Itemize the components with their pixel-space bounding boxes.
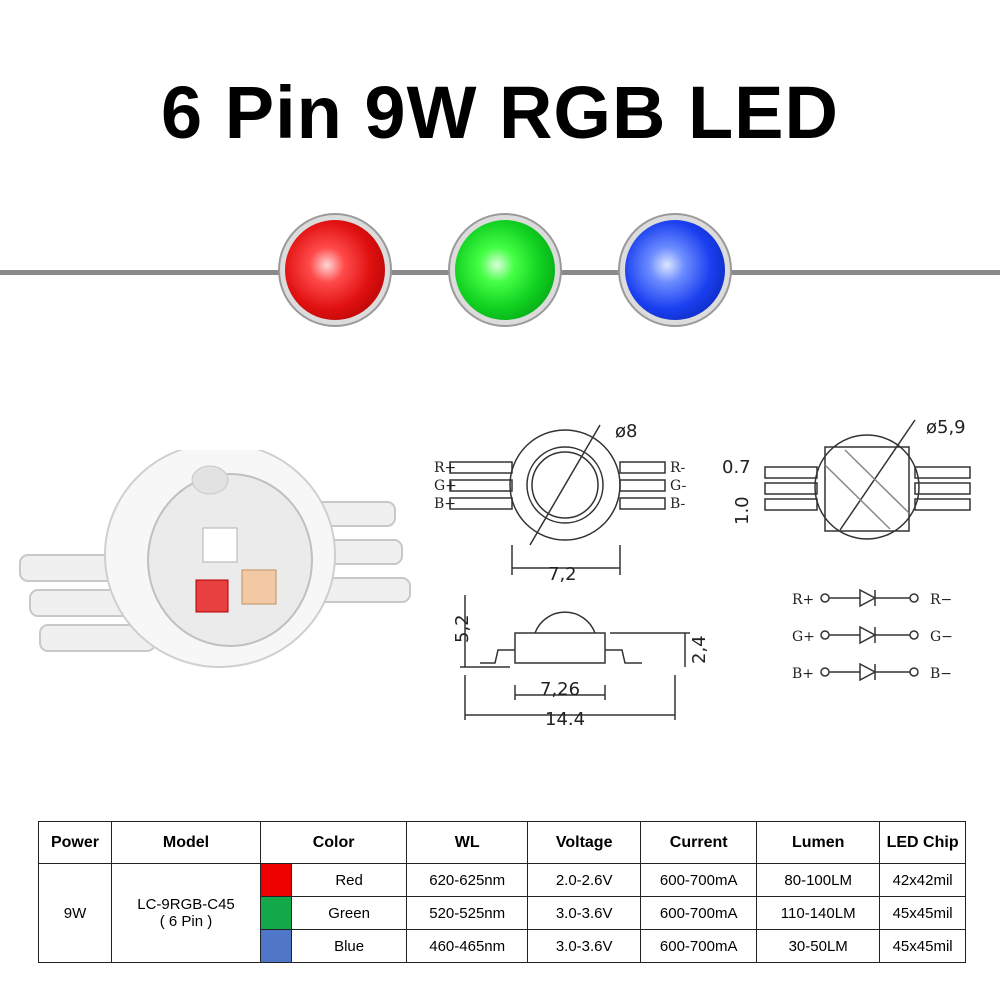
green-chip <box>202 527 238 563</box>
color-cell: Green <box>290 896 408 930</box>
red-swatch <box>260 863 292 897</box>
blue-chip <box>241 569 277 605</box>
voltage-cell: 3.0-3.6V <box>527 896 642 930</box>
chip-cell: 45x45mil <box>879 929 966 963</box>
wl-cell: 520-525nm <box>406 896 529 930</box>
power-cell: 9W <box>38 863 112 963</box>
schematic-label-g-minus: G− <box>930 629 953 645</box>
dome-diameter-label: ø5,9 <box>926 417 966 438</box>
red-led-glow <box>285 220 385 320</box>
model-pins: ( 6 Pin ) <box>159 913 213 930</box>
header-current: Current <box>640 821 758 864</box>
voltage-cell: 3.0-3.6V <box>527 929 642 963</box>
divider-line-right <box>725 270 1000 275</box>
header-model: Model <box>111 821 261 864</box>
color-cell: Blue <box>290 929 408 963</box>
pin-label-g-plus: G+ <box>434 478 457 494</box>
spec-table: Power Model Color WL Voltage Current Lum… <box>38 821 966 963</box>
pad-width-label: 0.7 <box>722 457 751 478</box>
led-notch <box>191 465 229 495</box>
wl-cell: 460-465nm <box>406 929 529 963</box>
divider-line-mid-2 <box>555 270 625 275</box>
table-header-row: Power Model Color WL Voltage Current Lum… <box>38 821 966 864</box>
header-wl: WL <box>406 821 529 864</box>
chip-cell: 45x45mil <box>879 896 966 930</box>
pin-schematic <box>820 588 919 682</box>
green-swatch <box>260 896 292 930</box>
chip-cell: 42x42mil <box>879 863 966 897</box>
blue-swatch <box>260 929 292 963</box>
current-cell: 600-700mA <box>640 896 758 930</box>
voltage-cell: 2.0-2.6V <box>527 863 642 897</box>
side-view-drawing <box>460 595 690 720</box>
red-chip <box>195 579 229 613</box>
pin-label-r-plus: R+ <box>434 460 456 476</box>
blue-led-glow <box>625 220 725 320</box>
lumen-cell: 80-100LM <box>756 863 881 897</box>
lumen-cell: 110-140LM <box>756 896 881 930</box>
header-color: Color <box>259 821 408 864</box>
height-label: 5,2 <box>452 614 473 643</box>
current-cell: 600-700mA <box>640 929 758 963</box>
total-length-label: 14.4 <box>545 709 585 730</box>
green-led-glow <box>455 220 555 320</box>
model-name: LC-9RGB-C45 <box>137 896 235 913</box>
schematic-label-r-minus: R− <box>930 592 952 608</box>
header-power: Power <box>38 821 112 864</box>
pad-pitch-label: 1.0 <box>732 496 753 525</box>
current-cell: 600-700mA <box>640 863 758 897</box>
wl-cell: 620-625nm <box>406 863 529 897</box>
pin-label-b-plus: B+ <box>434 496 456 512</box>
header-lumen: Lumen <box>756 821 881 864</box>
pin-label-r-minus: R- <box>670 460 686 476</box>
schematic-label-r-plus: R+ <box>792 592 814 608</box>
header-voltage: Voltage <box>527 821 642 864</box>
divider-line-mid-1 <box>385 270 455 275</box>
dimension-drawing: R+ G+ B+ R- G- B- ø8 7,2 ø5,9 0.7 1.0 <box>434 417 971 730</box>
pin-label-b-minus: B- <box>670 496 686 512</box>
schematic-label-b-minus: B− <box>930 666 952 682</box>
top-view-drawing <box>449 424 666 575</box>
pin-label-g-minus: G- <box>670 478 686 494</box>
base-height-label: 2,4 <box>689 635 710 664</box>
table-row: Blue 460-465nm 3.0-3.6V 600-700mA 30-50L… <box>39 929 966 963</box>
schematic-label-g-plus: G+ <box>792 629 815 645</box>
page-title: 6 Pin 9W RGB LED <box>161 71 839 154</box>
schematic-label-b-plus: B+ <box>792 666 814 682</box>
lumen-cell: 30-50LM <box>756 929 881 963</box>
led-product-image <box>19 450 411 668</box>
pad-view-drawing <box>764 419 971 540</box>
lens-diameter-label: ø8 <box>615 421 637 442</box>
body-width-label: 7,2 <box>548 564 577 585</box>
table-row: 9W LC-9RGB-C45 ( 6 Pin ) Red 620-625nm 2… <box>38 863 966 963</box>
color-cell: Red <box>290 863 408 897</box>
base-width-label: 7,26 <box>540 679 580 700</box>
header-led-chip: LED Chip <box>879 821 966 864</box>
model-cell: LC-9RGB-C45 ( 6 Pin ) <box>111 863 261 963</box>
divider-line-left <box>0 270 285 275</box>
